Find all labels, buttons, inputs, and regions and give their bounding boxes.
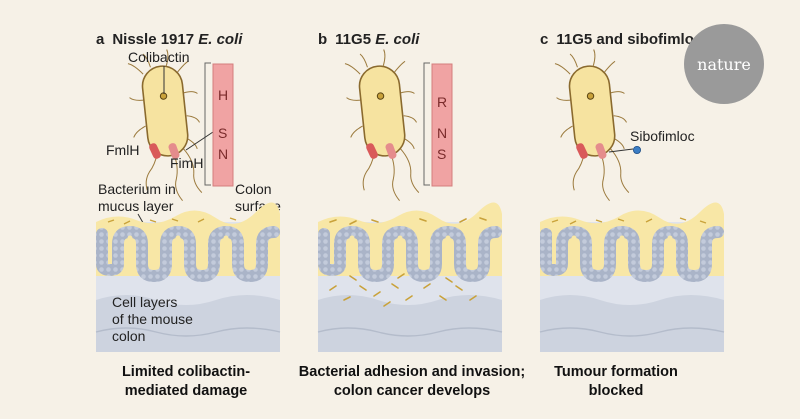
fimh-label: FimH — [170, 155, 203, 171]
nature-logo-text: nature — [697, 55, 751, 74]
bacterium-c — [554, 49, 630, 201]
caption-a-line1: Limited colibactin- — [122, 364, 250, 380]
caption-c-line1: Tumour formation — [554, 364, 678, 380]
sibofimloc-dot — [633, 145, 642, 154]
sibofimloc-label: Sibofimloc — [630, 128, 695, 144]
caption-a-line2: mediated damage — [125, 383, 248, 399]
caption-b-line2: colon cancer develops — [334, 383, 490, 399]
bar-a-letter-1: H — [218, 87, 228, 103]
fimh-leader — [185, 131, 214, 151]
bacterium-label-line1: Bacterium in — [98, 181, 176, 197]
colon-tissue-c — [539, 202, 725, 352]
bar-a-letter-2: S — [218, 125, 227, 141]
fmlh-adhesin-c — [576, 143, 588, 159]
cells-label-line3: colon — [112, 328, 145, 344]
caption-b-line1: Bacterial adhesion and invasion; — [299, 364, 525, 380]
colon-label-line1: Colon — [235, 181, 272, 197]
fmlh-adhesin-b — [366, 143, 378, 159]
colon-tissue-b — [317, 202, 503, 352]
bar-b — [431, 63, 453, 187]
bar-b-letter-3: S — [437, 146, 446, 162]
fimh-adhesin-c — [595, 143, 607, 159]
cells-label-line1: Cell layers — [112, 294, 177, 310]
bacterium-a — [127, 49, 203, 201]
nature-logo: nature — [684, 24, 764, 104]
colon-tissue-a — [95, 202, 281, 352]
fmlh-label: FmlH — [106, 142, 139, 158]
bracket-b — [423, 62, 430, 186]
bar-b-letter-2: N — [437, 125, 447, 141]
bacterium-label-line2: mucus layer — [98, 198, 174, 214]
bar-b-letter-1: R — [437, 94, 447, 110]
bar-a-letter-3: N — [218, 146, 228, 162]
fimh-adhesin-a — [168, 143, 180, 159]
cells-label-line2: of the mouse — [112, 311, 193, 327]
bracket-a — [204, 62, 211, 186]
sibofimloc-leader — [608, 148, 634, 153]
colibactin-label: Colibactin — [128, 49, 189, 65]
bacterium-b — [344, 49, 420, 201]
fimh-adhesin-b — [385, 143, 397, 159]
bar-a — [212, 63, 234, 187]
caption-c-line2: blocked — [589, 383, 644, 399]
fmlh-adhesin-a — [149, 143, 161, 159]
